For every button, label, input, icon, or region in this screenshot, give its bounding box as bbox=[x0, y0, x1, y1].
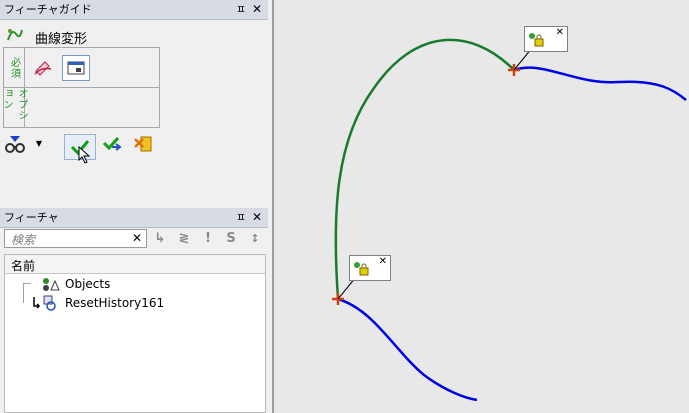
close-icon[interactable]: ✕ bbox=[251, 2, 262, 16]
original-curve-right bbox=[513, 66, 687, 101]
tree-item-label: Objects bbox=[65, 277, 111, 291]
clear-search-icon[interactable]: ✕ bbox=[131, 231, 142, 245]
tree-line bbox=[23, 283, 24, 303]
cursor-icon bbox=[78, 145, 92, 164]
preview-icon[interactable] bbox=[4, 134, 26, 154]
options-tab-label: オプション bbox=[1, 88, 27, 121]
required-tab[interactable]: 必須 bbox=[3, 47, 160, 88]
feature-guide-titlebar: フィーチャガイド ㅍ ✕ bbox=[0, 0, 268, 20]
cancel-icon[interactable] bbox=[132, 134, 154, 154]
objects-icon bbox=[41, 276, 61, 292]
reset-history-icon bbox=[31, 295, 61, 311]
command-title: 曲線変形 bbox=[35, 32, 88, 47]
close-icon[interactable]: ✕ bbox=[251, 210, 262, 224]
filter-error-button[interactable]: ! bbox=[205, 231, 211, 246]
constraint-handle[interactable]: ✕ bbox=[524, 26, 568, 52]
lock-constraint-icon bbox=[354, 262, 369, 276]
lock-constraint-icon bbox=[529, 33, 544, 47]
required-tab-label: 必須 bbox=[8, 56, 20, 79]
close-icon[interactable]: ✕ bbox=[378, 256, 387, 267]
close-icon[interactable]: ✕ bbox=[555, 27, 564, 38]
tree-line bbox=[23, 283, 31, 284]
search-input[interactable] bbox=[9, 231, 131, 248]
column-header[interactable]: 名前 bbox=[5, 255, 265, 274]
select-curve-icon[interactable] bbox=[32, 56, 54, 78]
viewport-canvas[interactable]: ✕ ✕ bbox=[272, 0, 689, 413]
search-box: ✕ bbox=[4, 229, 147, 248]
features-title: フィーチャ bbox=[4, 211, 59, 224]
features-titlebar: フィーチャ ㅍ ✕ bbox=[0, 208, 268, 228]
feature-tree: 名前 Objects ResetHistory161 bbox=[4, 254, 266, 413]
pin-icon[interactable]: ㅍ bbox=[235, 211, 246, 224]
pin-icon[interactable]: ㅍ bbox=[235, 3, 246, 16]
filter-suppressed-button[interactable]: ≷ bbox=[178, 231, 190, 246]
edited-curve bbox=[334, 38, 515, 300]
constraint-handle[interactable]: ✕ bbox=[349, 255, 391, 281]
tree-item-objects[interactable]: Objects bbox=[41, 275, 110, 293]
apply-icon[interactable] bbox=[101, 134, 123, 154]
tree-item-label: ResetHistory161 bbox=[65, 296, 165, 310]
chevron-down-icon[interactable]: ▼ bbox=[35, 138, 43, 148]
filter-history-button[interactable]: ↳ bbox=[154, 231, 166, 246]
window-select-icon[interactable] bbox=[62, 55, 90, 81]
original-curve-left bbox=[337, 297, 478, 402]
viewport-drawing bbox=[332, 38, 687, 402]
feature-guide-title: フィーチャガイド bbox=[4, 3, 92, 16]
column-name-label: 名前 bbox=[11, 259, 36, 273]
options-tab[interactable]: オプション bbox=[1, 87, 160, 128]
ok-button[interactable] bbox=[64, 134, 96, 160]
tree-item-resethistory[interactable]: ResetHistory161 bbox=[31, 294, 164, 312]
sort-button[interactable]: ↕ bbox=[250, 232, 260, 245]
filter-s-button[interactable]: S bbox=[226, 231, 236, 246]
curve-deform-icon bbox=[6, 26, 24, 44]
